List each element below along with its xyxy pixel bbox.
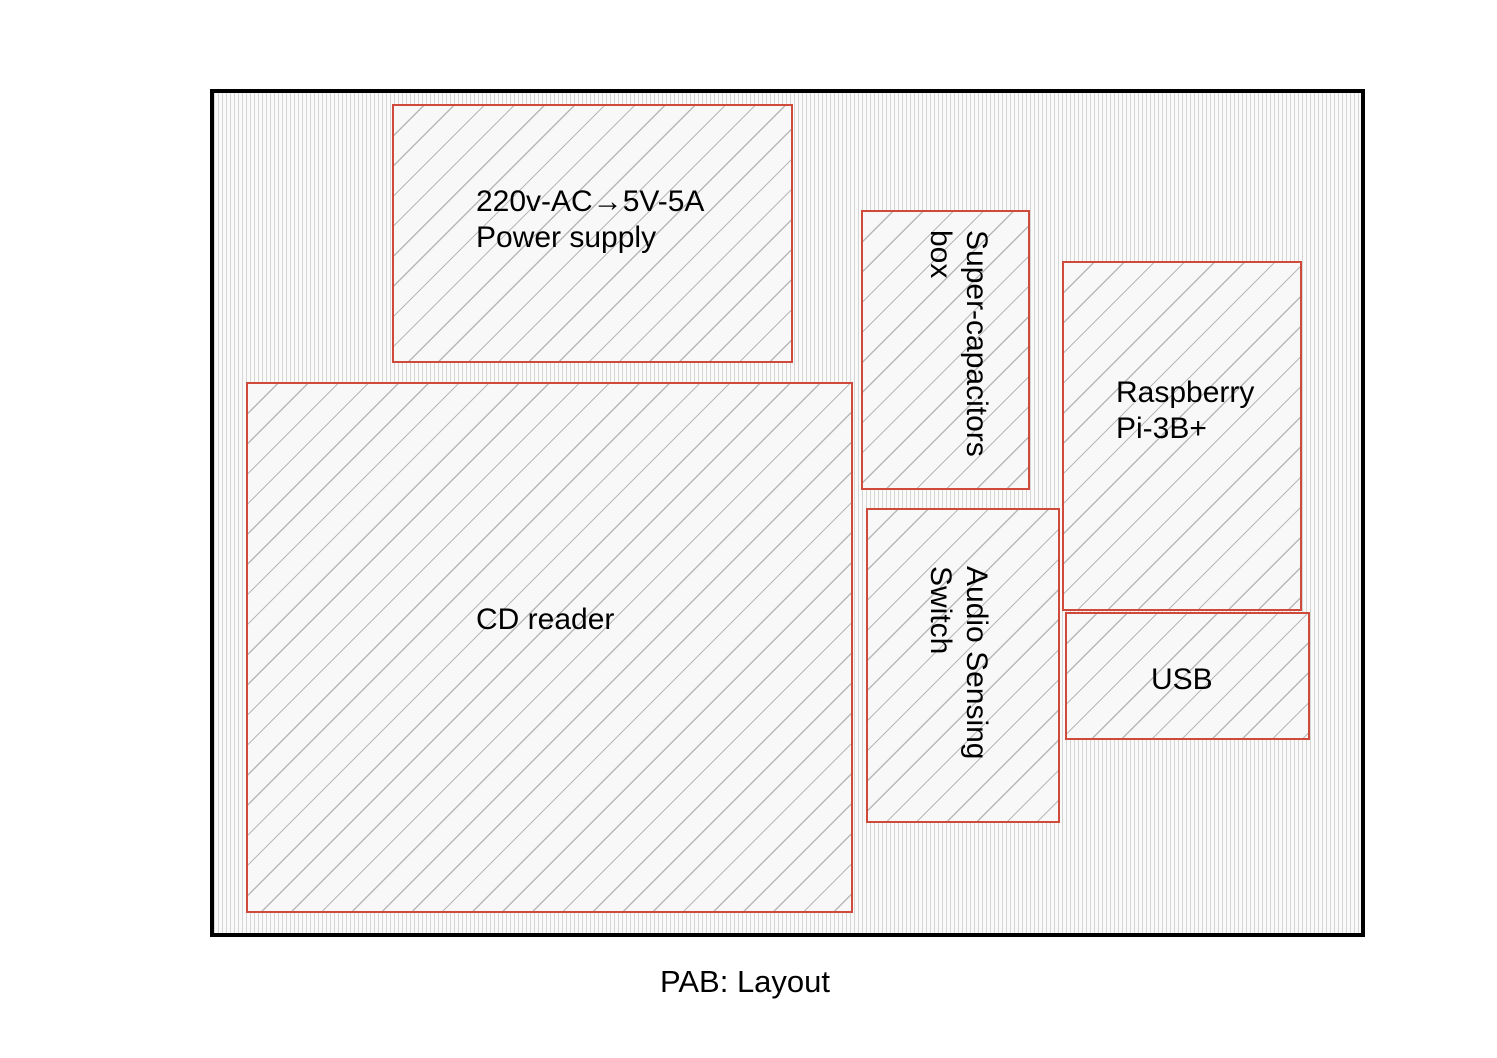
audio-sensing-switch-label-line2: Switch xyxy=(924,566,957,655)
cd-reader-label: CD reader xyxy=(476,602,614,638)
super-capacitors-label-line1: Super-capacitors xyxy=(960,230,993,457)
cd-reader-label-line1: CD reader xyxy=(476,603,615,636)
raspberry-pi-label: Raspberry Pi-3B+ xyxy=(1116,375,1254,447)
raspberry-pi-label-line1: Raspberry xyxy=(1116,376,1255,409)
super-capacitors-label: Super-capacitors box xyxy=(922,230,994,457)
raspberry-pi-label-line2: Pi-3B+ xyxy=(1116,412,1207,445)
usb-label: USB xyxy=(1151,662,1213,698)
super-capacitors-label-line2: box xyxy=(924,230,957,279)
power-supply-label-line2: Power supply xyxy=(476,221,657,254)
power-supply-label: 220v-AC→5V-5A Power supply xyxy=(476,184,704,256)
audio-sensing-switch-label: Audio Sensing Switch xyxy=(922,566,994,759)
usb-label-line1: USB xyxy=(1151,663,1213,696)
power-supply-block xyxy=(392,104,793,363)
super-capacitors-block xyxy=(861,210,1030,490)
cd-reader-block xyxy=(246,382,853,913)
raspberry-pi-block xyxy=(1062,261,1302,611)
power-supply-label-line1: 220v-AC→5V-5A xyxy=(476,185,705,218)
audio-sensing-switch-block xyxy=(866,508,1060,823)
audio-sensing-switch-label-line1: Audio Sensing xyxy=(960,566,993,760)
usb-block xyxy=(1065,612,1310,740)
diagram-caption: PAB: Layout xyxy=(659,964,831,999)
